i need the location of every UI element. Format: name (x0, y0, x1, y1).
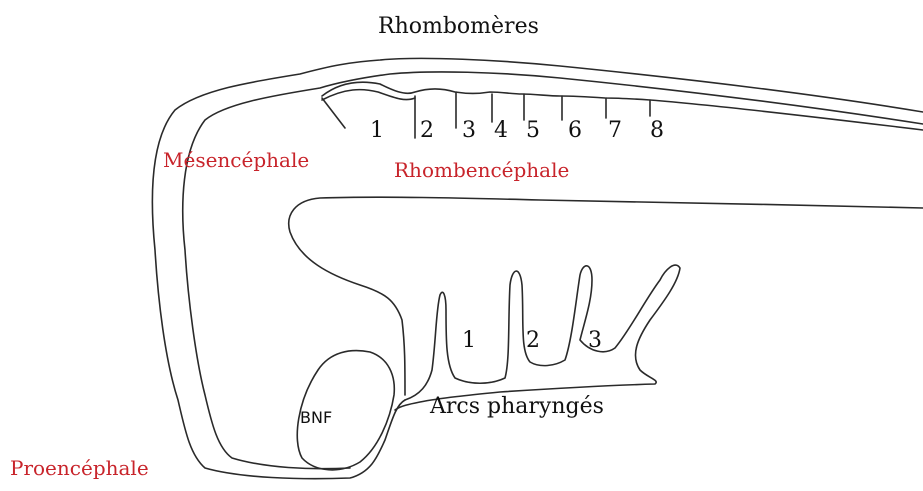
rhombomere-number-1: 1 (370, 120, 384, 142)
rhombomere-number-8: 8 (650, 120, 664, 142)
cavity-outline (289, 197, 923, 395)
rhombencephalon-roof (322, 82, 923, 130)
rhombomere-number-3: 3 (462, 120, 476, 142)
arc-number-1: 1 (462, 330, 476, 352)
rhombomere-number-5: 5 (526, 120, 540, 142)
rhombomere-number-4: 4 (494, 120, 508, 142)
rhombencephalon-roof-inner (322, 90, 415, 100)
bnf-label: BNF (300, 410, 332, 426)
mesencephale-label: Mésencéphale (163, 150, 309, 170)
rhombomere-number-7: 7 (608, 120, 622, 142)
arcs-pharynges-label: Arcs pharyngés (430, 396, 604, 418)
rhombomere-boundary (322, 98, 345, 128)
rhombomere-number-6: 6 (568, 120, 582, 142)
arc-number-3: 3 (588, 330, 602, 352)
arc-number-2: 2 (526, 330, 540, 352)
proencephale-label: Proencéphale (10, 458, 149, 478)
rhombomeres-title: Rhombomères (378, 16, 539, 38)
rhombencephale-label: Rhombencéphale (394, 160, 569, 180)
rhombomere-number-2: 2 (420, 120, 434, 142)
